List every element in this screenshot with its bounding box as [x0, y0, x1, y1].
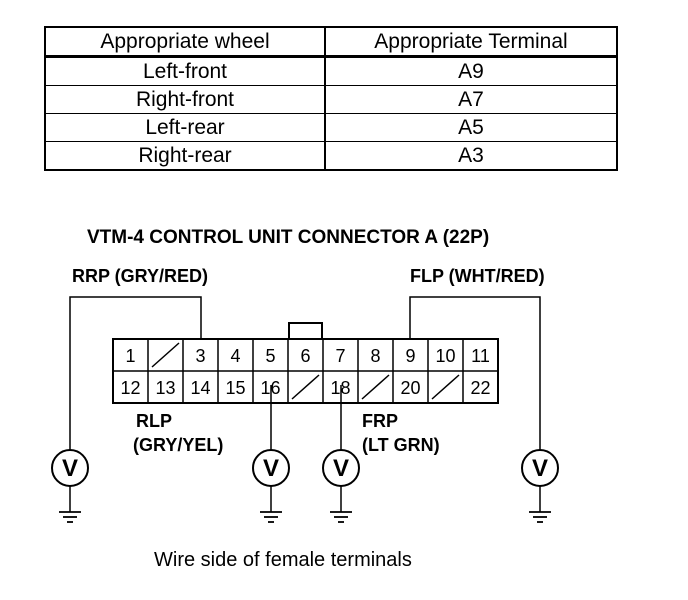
table-row: Right-front A7	[44, 85, 618, 114]
pin-number: 22	[470, 378, 490, 398]
cell-wheel: Right-rear	[44, 141, 326, 171]
rrp-voltmeter: V	[51, 449, 89, 523]
pin-number: 14	[190, 378, 210, 398]
voltmeter-symbol: V	[263, 455, 279, 482]
pin-number: 20	[400, 378, 420, 398]
frp-label-line2: (LT GRN)	[362, 435, 440, 455]
cell-wheel: Left-rear	[44, 113, 326, 142]
frp-label-line1: FRP	[362, 411, 398, 431]
unused-pin-slash	[431, 374, 460, 400]
cell-terminal: A9	[324, 56, 618, 86]
rrp-wire	[69, 296, 202, 450]
pin-number: 3	[195, 346, 205, 366]
cell-terminal: A5	[324, 113, 618, 142]
pin-number: 1	[125, 346, 135, 366]
unused-pin-slash	[151, 342, 180, 368]
pin-number: 4	[230, 346, 240, 366]
connector-body	[112, 322, 499, 404]
voltmeter-symbol: V	[532, 455, 548, 482]
terminal-table: Appropriate wheel Appropriate Terminal L…	[44, 26, 618, 171]
voltmeter-symbol: V	[333, 455, 349, 482]
pin-number: 15	[225, 378, 245, 398]
pin-number: 11	[471, 346, 490, 366]
pin-number: 5	[265, 346, 275, 366]
unused-pin-slash	[361, 374, 390, 400]
pin-number: 13	[155, 378, 175, 398]
cell-terminal: A3	[324, 141, 618, 171]
unused-pin-slash	[291, 374, 320, 400]
voltmeter-symbol: V	[62, 455, 78, 482]
pin-number: 12	[120, 378, 140, 398]
diagram-caption: Wire side of female terminals	[154, 549, 412, 571]
cell-terminal: A7	[324, 85, 618, 114]
flp-label: FLP (WHT/RED)	[410, 266, 545, 286]
rrp-label: RRP (GRY/RED)	[72, 266, 208, 286]
diagram-title: VTM-4 CONTROL UNIT CONNECTOR A (22P)	[87, 227, 489, 248]
pin-number: 6	[300, 346, 310, 366]
table-row: Left-rear A5	[44, 113, 618, 142]
rlp-label-line2: (GRY/YEL)	[133, 435, 223, 455]
header-terminal: Appropriate Terminal	[324, 26, 618, 58]
flp-wire	[409, 296, 541, 450]
pin-number: 9	[405, 346, 415, 366]
cell-wheel: Right-front	[44, 85, 326, 114]
table-row: Right-rear A3	[44, 141, 618, 171]
rlp-voltmeter: V	[252, 449, 290, 523]
frp-voltmeter: V	[322, 449, 360, 523]
pin-number: 8	[370, 346, 380, 366]
pin-number: 7	[335, 346, 345, 366]
table-header-row: Appropriate wheel Appropriate Terminal	[44, 26, 618, 58]
connector-lock-tab	[288, 322, 323, 339]
rlp-label-line1: RLP	[136, 411, 172, 431]
header-wheel: Appropriate wheel	[44, 26, 326, 58]
wires	[69, 296, 541, 450]
table-row: Left-front A9	[44, 56, 618, 86]
pin-number: 10	[435, 346, 455, 366]
flp-voltmeter: V	[521, 449, 559, 523]
